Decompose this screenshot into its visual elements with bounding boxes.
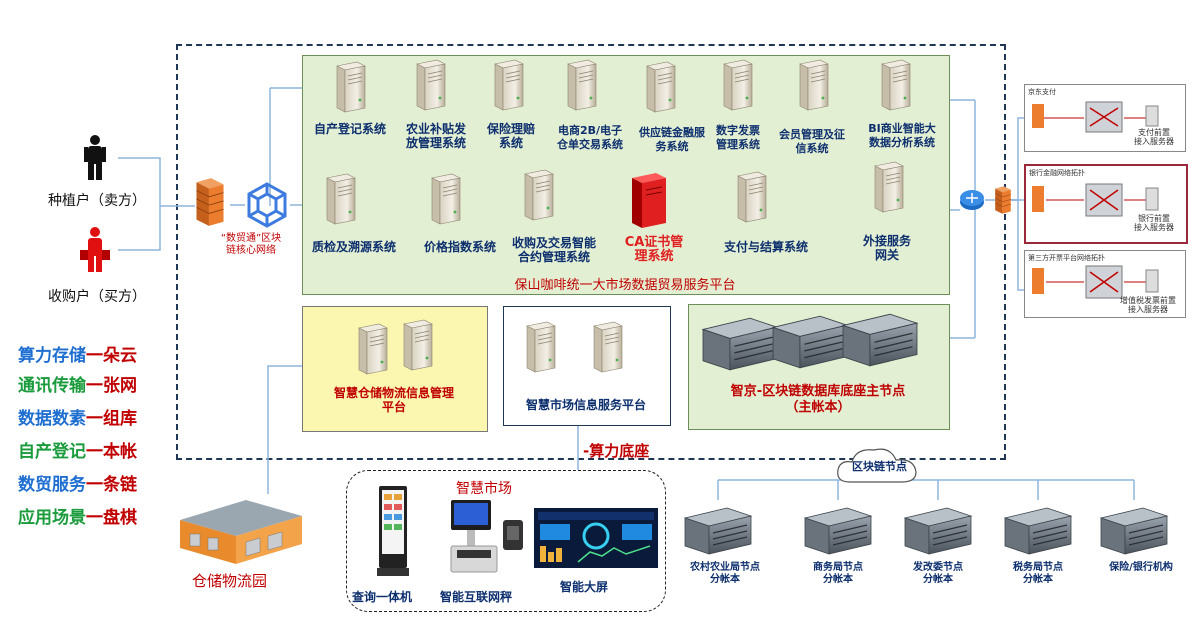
core-network-boundary	[176, 44, 1006, 460]
server-icon	[428, 172, 462, 226]
server-icon	[333, 60, 367, 114]
summary-item: 应用场景一盘棋	[18, 508, 137, 528]
ca-system-label: CA证书管 理系统	[624, 235, 684, 264]
ca-server-icon	[632, 173, 666, 228]
firewall-icon	[994, 182, 1012, 218]
switch-icon	[960, 190, 984, 210]
summary-item-key: 应用场景	[18, 508, 86, 528]
server-icon	[720, 58, 754, 112]
big-screen-label: 智能大屏	[560, 580, 609, 594]
buyer-icon	[80, 227, 110, 272]
summary-item-value: 一朵云	[86, 346, 137, 366]
system-label: 数字发票 管理系统	[716, 124, 760, 151]
chain-node-label: 发改委节点 分帐本	[913, 562, 963, 585]
summary-item-value: 一组库	[86, 409, 137, 429]
server-icon	[878, 58, 912, 112]
warehouse-park-label: 仓储物流园	[192, 572, 268, 590]
warehouse-platform-label: 智慧仓储物流信息管理 平台	[333, 386, 454, 414]
server-icon	[323, 172, 357, 226]
blockchain-master-label: 智京-区块链数据库底座主节点 （主帐本）	[730, 384, 906, 415]
rack-server-icon	[700, 316, 780, 372]
server-icon	[521, 168, 555, 222]
server-icon	[734, 170, 768, 224]
summary-item: 通讯传输一张网	[18, 376, 137, 396]
server-icon	[796, 58, 830, 112]
server-icon	[413, 58, 447, 112]
platform-title: 保山咖啡统一大市场数据贸易服务平台	[514, 278, 736, 293]
smart-scale-label: 智能互联网秤	[440, 590, 513, 604]
bank-node-label: 支付前置 接入服务器	[1134, 128, 1174, 146]
trade-platform-panel	[302, 55, 950, 295]
system-label: 保险理赔 系统	[486, 122, 535, 150]
chain-node-label: 税务局节点 分帐本	[1013, 562, 1063, 585]
kiosk-icon	[377, 486, 409, 576]
rack-server-icon	[840, 312, 920, 368]
summary-item-value: 一本帐	[86, 442, 137, 462]
compute-base-label: -算力底座	[583, 442, 650, 460]
system-label: 供应链金融服 务系统	[639, 126, 705, 153]
rack-server-icon	[683, 506, 753, 556]
rack-server-icon	[803, 506, 873, 556]
firewall-icon	[194, 176, 226, 228]
farmer-icon	[84, 135, 106, 180]
system-label: 收购及交易智能 合约管理系统	[511, 236, 596, 264]
buyer-label: 收购户（买方）	[48, 289, 146, 305]
system-label: 会员管理及征 信系统	[779, 128, 845, 155]
blockchain-cloud-icon	[837, 448, 917, 483]
system-label: BI商业智能大 数据分析系统	[868, 122, 936, 149]
server-icon	[355, 322, 389, 376]
summary-item: 自产登记一本帐	[18, 442, 137, 462]
smart-market-group	[346, 470, 666, 612]
kiosk-label: 查询一体机	[352, 590, 413, 604]
blockchain-network-icon	[247, 182, 287, 228]
summary-item-key: 数贸服务	[18, 475, 86, 495]
summary-item-key: 自产登记	[18, 442, 86, 462]
bank-network-title: 第三方开票平台网络拓扑	[1028, 254, 1105, 262]
seller-label: 种植户（卖方）	[48, 193, 146, 209]
summary-item-value: 一条链	[86, 475, 137, 495]
summary-item-value: 一张网	[86, 376, 137, 396]
system-label: 质检及溯源系统	[311, 240, 396, 254]
smart-scale-icon	[450, 500, 523, 573]
server-icon	[590, 320, 624, 374]
server-icon	[523, 320, 557, 374]
chain-node-label: 农村农业局节点 分帐本	[690, 562, 760, 585]
system-label: 价格指数系统	[423, 240, 496, 254]
bank-topology-icons	[1032, 101, 1159, 299]
server-icon	[564, 58, 598, 112]
smart-market-title: 智慧市场	[456, 481, 512, 497]
system-label: 农业补贴发 放管理系统	[405, 122, 466, 150]
rack-server-icon	[770, 314, 850, 370]
warehouse-building-icon	[180, 500, 302, 564]
bank-node-label: 银行前置 接入服务器	[1134, 214, 1174, 232]
summary-item-key: 通讯传输	[18, 376, 86, 396]
blockchain-cloud-label: 区块链节点	[852, 460, 907, 473]
rack-server-icon	[1003, 506, 1073, 556]
market-platform-label: 智慧市场信息服务平台	[525, 398, 646, 412]
bank-network-title: 京东支付	[1028, 88, 1056, 96]
summary-item-key: 算力存储	[18, 346, 86, 366]
bank-node-label: 增值税发票前置 接入服务器	[1120, 296, 1176, 314]
summary-item-value: 一盘棋	[86, 508, 137, 528]
system-label: 电商2B/电子 仓单交易系统	[557, 124, 623, 151]
rack-server-icon	[903, 506, 973, 556]
system-label: 支付与结算系统	[723, 240, 808, 254]
server-icon	[643, 60, 677, 114]
chain-node-label: 保险/银行机构	[1109, 562, 1173, 573]
system-label: 外接服务 网关	[862, 234, 911, 262]
warehouse-platform-panel	[302, 306, 488, 432]
system-label: 自产登记系统	[313, 122, 386, 136]
server-icon	[871, 160, 905, 214]
bank-network-title: 银行金融网络拓扑	[1029, 169, 1085, 177]
big-screen-icon	[534, 508, 658, 568]
rack-server-icon	[1099, 506, 1169, 556]
summary-item: 数据数素一组库	[18, 409, 137, 429]
server-icon	[400, 318, 434, 372]
summary-item: 算力存储一朵云	[18, 346, 137, 366]
chain-node-label: 商务局节点 分帐本	[813, 562, 863, 585]
summary-item: 数贸服务一条链	[18, 475, 137, 495]
core-network-label: “数贸通”区块 链核心网络	[220, 233, 282, 256]
server-icon	[491, 58, 525, 112]
summary-item-key: 数据数素	[18, 409, 86, 429]
